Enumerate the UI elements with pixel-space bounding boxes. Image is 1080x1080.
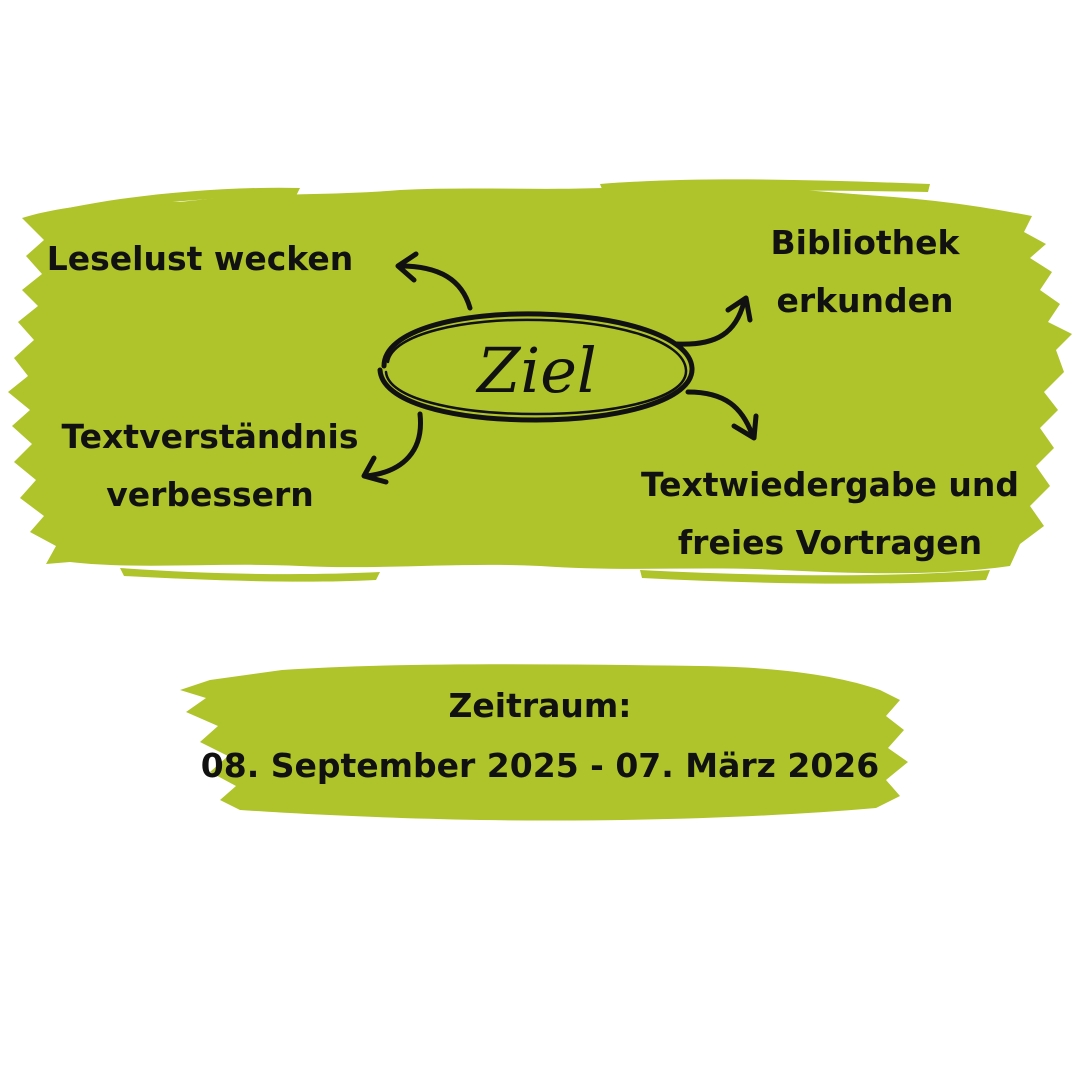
arrow-to-textwiedergabe (685, 389, 759, 441)
goal-textwiedergabe-line-2: freies Vortragen (677, 523, 983, 562)
goal-textverstaendnis: Textverständnis verbessern (50, 408, 370, 524)
goal-bibliothek: Bibliothek erkunden (740, 214, 990, 330)
goal-leselust-line-1: Leselust wecken (46, 239, 354, 278)
goal-bibliothek-line-2: erkunden (776, 281, 954, 320)
center-label: Ziel (475, 334, 596, 407)
period-range: 08. September 2025 - 07. März 2026 (200, 746, 880, 785)
goal-textwiedergabe-line-1: Textwiedergabe und (640, 465, 1020, 504)
goal-textwiedergabe: Textwiedergabe und freies Vortragen (630, 456, 1030, 572)
arrow-to-leselust (395, 251, 473, 311)
goal-textverstaendnis-line-1: Textverständnis (61, 417, 359, 456)
center-ellipse (377, 311, 695, 423)
arrow-to-textverstaendnis (361, 411, 423, 485)
brush-stroke-period (180, 664, 908, 821)
brush-stroke-main (8, 179, 1072, 584)
period-block: Zeitraum: 08. September 2025 - 07. März … (140, 676, 940, 796)
goal-textverstaendnis-line-2: verbessern (106, 475, 314, 514)
period-heading: Zeitraum: (448, 686, 632, 725)
goal-leselust: Leselust wecken (40, 230, 360, 288)
arrow-to-bibliothek (673, 295, 753, 347)
goal-bibliothek-line-1: Bibliothek (770, 223, 960, 262)
